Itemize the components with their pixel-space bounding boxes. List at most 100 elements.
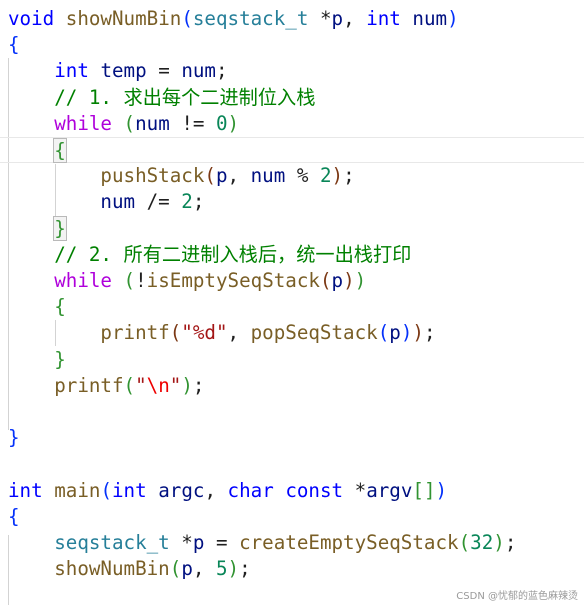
- watermark: CSDN @忧郁的蓝色麻辣烫: [456, 591, 578, 602]
- code-token: ): [331, 164, 344, 188]
- code-token: ,: [192, 557, 216, 581]
- code-token: ): [343, 269, 355, 292]
- code-token: isEmptySeqStack: [146, 269, 320, 292]
- code-token: pushStack: [100, 164, 205, 188]
- code-token: // 1. 求出每个二进制位入栈: [54, 85, 316, 109]
- code-token: p: [331, 269, 344, 292]
- code-token: \n: [146, 373, 170, 397]
- code-token: [8, 164, 100, 187]
- code-token: [43, 479, 55, 502]
- code-line[interactable]: }: [0, 425, 584, 451]
- code-token: ): [493, 531, 505, 554]
- code-line[interactable]: }: [0, 347, 584, 373]
- code-token: // 2. 所有二进制入栈后，统一出栈打印: [54, 242, 412, 266]
- code-token: %: [285, 164, 320, 188]
- code-line[interactable]: {: [0, 504, 584, 530]
- code-token: ): [227, 557, 240, 581]
- code-token: createEmptySeqStack: [239, 531, 459, 554]
- code-token: ,: [343, 7, 367, 30]
- code-token: (: [204, 164, 216, 188]
- code-line[interactable]: showNumBin(p, 5);: [0, 556, 584, 582]
- code-token: [8, 374, 54, 397]
- code-token: [274, 479, 286, 502]
- code-token: ): [400, 321, 413, 345]
- code-token: ;: [504, 531, 517, 554]
- code-token: [8, 269, 54, 292]
- code-token: *: [343, 478, 367, 502]
- code-token: while: [54, 269, 112, 292]
- code-token: (: [377, 321, 390, 345]
- code-token: [8, 139, 54, 162]
- code-token: *: [169, 531, 193, 554]
- code-token: (: [458, 531, 471, 554]
- code-token: [8, 190, 100, 213]
- code-line[interactable]: while (num != 0): [0, 111, 584, 137]
- code-token: [8, 112, 54, 135]
- code-token: {: [8, 504, 20, 528]
- code-token: ): [227, 111, 240, 135]
- code-token: ): [181, 373, 193, 397]
- code-token: /=: [135, 190, 182, 214]
- code-token: 2: [319, 164, 332, 188]
- code-line[interactable]: void showNumBin(seqstack_t *p, int num): [0, 6, 584, 32]
- code-token: int: [8, 478, 43, 502]
- code-token: *: [308, 7, 332, 30]
- code-line[interactable]: pushStack(p, num % 2);: [0, 163, 584, 189]
- code-token: num: [181, 59, 216, 83]
- code-line[interactable]: printf("\n");: [0, 373, 584, 399]
- code-token: showNumBin: [54, 557, 170, 581]
- code-line[interactable]: while (!isEmptySeqStack(p)): [0, 268, 584, 294]
- code-token: "%d": [181, 321, 228, 345]
- code-line[interactable]: // 2. 所有二进制入栈后，统一出栈打印: [0, 242, 584, 268]
- code-line[interactable]: seqstack_t *p = createEmptySeqStack(32);: [0, 530, 584, 556]
- code-token: temp: [100, 59, 147, 83]
- code-token: void: [8, 7, 55, 30]
- code-line[interactable]: int main(int argc, char const *argv[]): [0, 478, 584, 504]
- code-token: ": [135, 373, 147, 397]
- code-token: =: [204, 531, 240, 554]
- code-token: ): [354, 269, 367, 292]
- code-token: seqstack_t: [54, 531, 170, 554]
- code-line[interactable]: [0, 451, 584, 477]
- code-line[interactable]: {: [0, 32, 584, 58]
- code-token: seqstack_t: [192, 7, 309, 30]
- code-token: 5: [215, 557, 228, 581]
- code-token: printf: [54, 373, 124, 397]
- code-line[interactable]: }: [0, 215, 584, 242]
- code-token: p: [389, 321, 401, 345]
- code-token: {: [8, 33, 20, 57]
- code-line[interactable]: // 1. 求出每个二进制位入栈: [0, 85, 584, 111]
- code-token: ,: [227, 164, 251, 188]
- code-token: ;: [423, 321, 436, 345]
- code-token: ,: [227, 321, 251, 345]
- code-token: ): [447, 7, 459, 30]
- code-line[interactable]: {: [0, 294, 584, 320]
- code-line[interactable]: {: [0, 137, 584, 163]
- code-token: ;: [215, 59, 228, 83]
- code-token: [54, 7, 66, 30]
- code-line[interactable]: printf("%d", popSeqStack(p));: [0, 320, 584, 346]
- code-token: [8, 243, 54, 266]
- code-token: [8, 295, 54, 318]
- code-token: [8, 557, 54, 580]
- indent-guide: [8, 58, 9, 430]
- code-line[interactable]: num /= 2;: [0, 189, 584, 215]
- code-line[interactable]: int temp = num;: [0, 58, 584, 84]
- code-token: [147, 479, 159, 502]
- code-token: }: [53, 215, 67, 241]
- code-token: num: [250, 164, 286, 188]
- code-token: num: [135, 111, 170, 135]
- code-token: (: [169, 557, 182, 581]
- code-token: char: [227, 478, 274, 502]
- code-token: ,: [204, 478, 228, 502]
- code-token: [8, 217, 54, 240]
- code-token: ): [435, 478, 448, 502]
- code-token: ": [169, 373, 182, 397]
- code-token: 2: [181, 190, 193, 214]
- code-token: (: [169, 321, 182, 345]
- code-token: num: [100, 190, 136, 214]
- code-token: !=: [169, 111, 216, 135]
- code-line[interactable]: [0, 399, 584, 425]
- indent-guide: [55, 164, 56, 216]
